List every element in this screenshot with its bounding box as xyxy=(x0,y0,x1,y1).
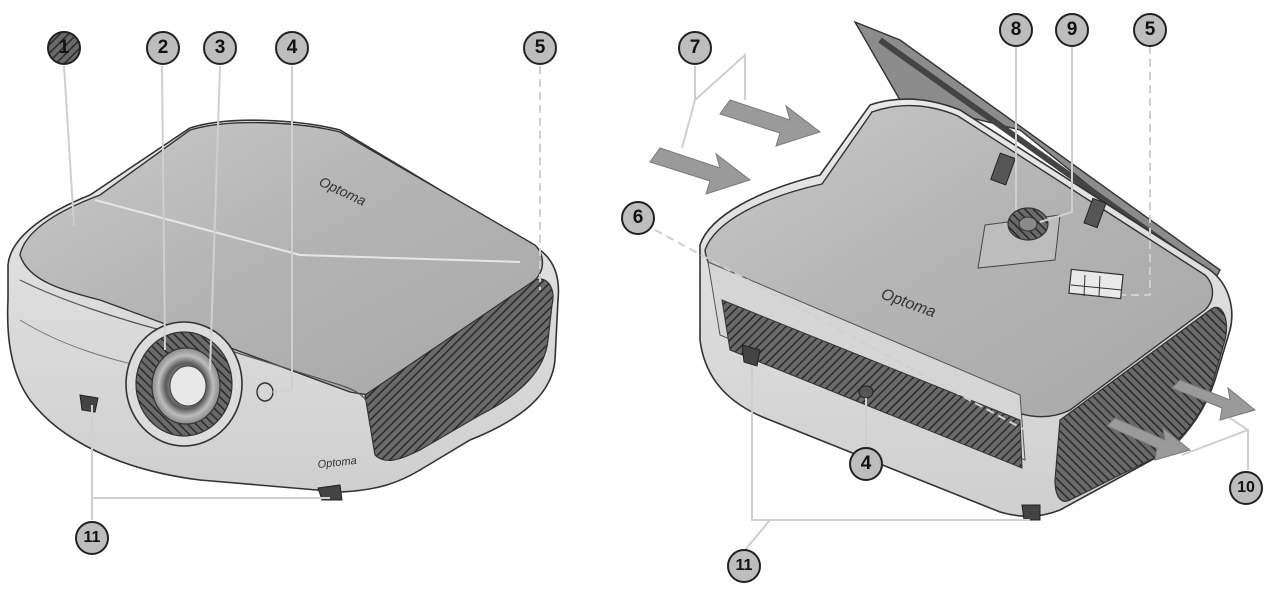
front-foot-left xyxy=(79,394,99,413)
projector-front-view: Optoma Optoma xyxy=(6,65,560,520)
callout-4-front-label: 4 xyxy=(286,37,298,58)
callout-9: 9 xyxy=(1054,12,1090,48)
rear-foot-right xyxy=(1021,504,1041,521)
callout-circle-icon xyxy=(47,31,81,65)
leader-5b xyxy=(1122,46,1151,296)
exhaust-vent xyxy=(1054,306,1228,502)
front-foot-right xyxy=(317,484,343,501)
leader-3 xyxy=(209,65,221,371)
leader-4a xyxy=(272,66,293,393)
callout-4-rear: 4 xyxy=(848,446,884,482)
callout-7: 7 xyxy=(677,30,713,66)
callout-circle-icon xyxy=(999,13,1033,47)
front-vent-grille xyxy=(721,299,1023,469)
callout-2: 2 xyxy=(145,30,181,66)
keypad-divider-1 xyxy=(1083,274,1086,297)
callout-5-rear: 5 xyxy=(1132,12,1168,48)
callout-11-front-label: 11 xyxy=(83,529,101,546)
top-cover xyxy=(19,121,544,396)
leader-2 xyxy=(161,65,166,351)
callout-5-front: 5 xyxy=(522,30,558,66)
rear-foot-left xyxy=(741,344,761,367)
callout-circle-icon xyxy=(678,31,712,65)
door-clip-right xyxy=(1083,197,1107,229)
callout-1-label: 1 xyxy=(58,37,70,58)
callout-circle-icon xyxy=(1133,13,1167,47)
exhaust-arrow-1 xyxy=(1171,379,1257,421)
leader-7-b xyxy=(681,99,696,149)
callout-6-label: 6 xyxy=(632,207,644,228)
callout-circle-icon xyxy=(146,31,180,65)
leader-9 xyxy=(1039,46,1073,223)
leader-10 xyxy=(1181,428,1249,470)
front-logo: Optoma xyxy=(317,455,357,471)
callout-11-rear-label: 11 xyxy=(735,557,753,574)
projector-rear-view: Optoma xyxy=(649,20,1257,551)
callout-circle-icon xyxy=(275,31,309,65)
lens-glass xyxy=(169,365,207,407)
callout-circle-icon xyxy=(203,31,237,65)
callout-4-front: 4 xyxy=(274,30,310,66)
callout-3: 3 xyxy=(202,30,238,66)
ir-receiver-rear xyxy=(858,385,874,399)
keypad-divider-3 xyxy=(1070,284,1123,291)
callout-10-label: 10 xyxy=(1237,479,1255,496)
callout-8-label: 8 xyxy=(1010,19,1022,40)
door-clip-left xyxy=(990,152,1016,186)
callout-6: 6 xyxy=(620,200,656,236)
callout-9-label: 9 xyxy=(1066,19,1078,40)
leader-7 xyxy=(694,52,746,103)
callout-1: 1 xyxy=(46,30,82,66)
keypad xyxy=(1068,268,1124,300)
callout-5-rear-label: 5 xyxy=(1144,19,1156,40)
callout-11-rear: 11 xyxy=(726,548,762,584)
leader-6 xyxy=(654,229,1026,431)
intake-arrow-1 xyxy=(649,147,752,195)
callout-circle-icon xyxy=(75,521,109,555)
callout-4-rear-label: 4 xyxy=(860,453,872,474)
callout-circle-icon xyxy=(849,447,883,481)
callout-11-front: 11 xyxy=(74,520,110,556)
callout-circle-icon xyxy=(523,31,557,65)
callout-circle-icon xyxy=(1229,471,1263,505)
callout-7-label: 7 xyxy=(689,37,701,58)
callout-10: 10 xyxy=(1228,470,1264,506)
leader-11b xyxy=(751,365,1030,521)
leader-11b-stem xyxy=(744,519,771,551)
callout-circle-icon xyxy=(621,201,655,235)
leader-1 xyxy=(63,65,75,226)
side-vent xyxy=(364,278,554,462)
callout-2-label: 2 xyxy=(157,37,169,58)
callout-circle-icon xyxy=(727,549,761,583)
exhaust-arrow-2 xyxy=(1106,417,1192,461)
keypad-divider-2 xyxy=(1098,275,1101,298)
intake-arrow-2 xyxy=(719,99,822,147)
callout-8: 8 xyxy=(998,12,1034,48)
callout-3-label: 3 xyxy=(214,37,226,58)
callout-5-front-label: 5 xyxy=(534,37,546,58)
focus-dial-center xyxy=(1018,216,1038,232)
leader-10-b xyxy=(1229,417,1249,431)
callout-circle-icon xyxy=(1055,13,1089,47)
